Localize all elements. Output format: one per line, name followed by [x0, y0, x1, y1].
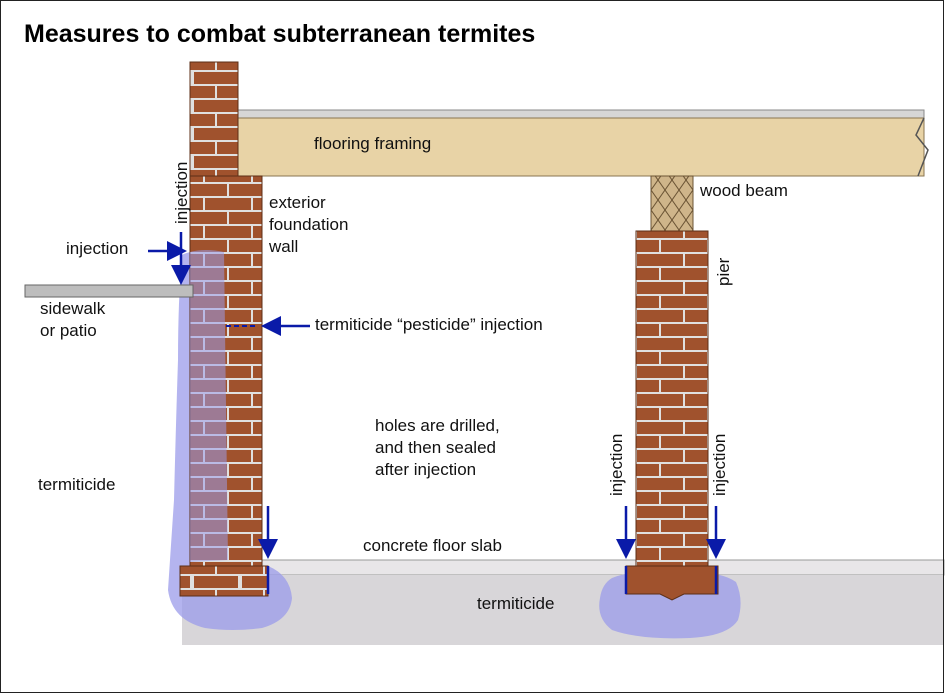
sidewalk-slab — [24, 284, 194, 298]
flooring-subfloor — [235, 109, 925, 119]
floor-slab-top — [261, 559, 945, 576]
label-pesticide-injection: termiticide “pesticide” injection — [315, 315, 543, 334]
label-termiticide-bottom: termiticide — [477, 594, 555, 613]
label-injection-pier-right: injection — [710, 433, 729, 496]
foundation-wall-upper — [189, 61, 239, 181]
label-flooring-framing: flooring framing — [314, 134, 432, 153]
ground-soil — [182, 575, 944, 645]
label-injection-pier-left: injection — [607, 433, 626, 496]
label-wood-beam: wood beam — [700, 181, 788, 200]
framing-break — [915, 117, 929, 177]
label-exterior-foundation-wall: exterior foundation wall — [269, 193, 349, 256]
pier-footing — [625, 565, 719, 601]
label-termiticide-left: termiticide — [38, 475, 116, 494]
label-injection-horizontal: injection — [66, 239, 129, 258]
label-injection-vertical-wall: injection — [172, 161, 191, 224]
label-holes-note: holes are drilled, and then sealed after… — [375, 416, 500, 479]
wall-footing — [179, 565, 269, 597]
label-pier: pier — [714, 257, 733, 286]
termiticide-wall-overlay — [190, 250, 228, 562]
pier — [635, 230, 709, 567]
label-sidewalk-patio: sidewalk or patio — [40, 299, 106, 340]
wood-beam — [650, 175, 694, 232]
diagram-title: Measures to combat subterranean termites — [24, 20, 536, 48]
label-concrete-floor-slab: concrete floor slab — [363, 536, 502, 555]
